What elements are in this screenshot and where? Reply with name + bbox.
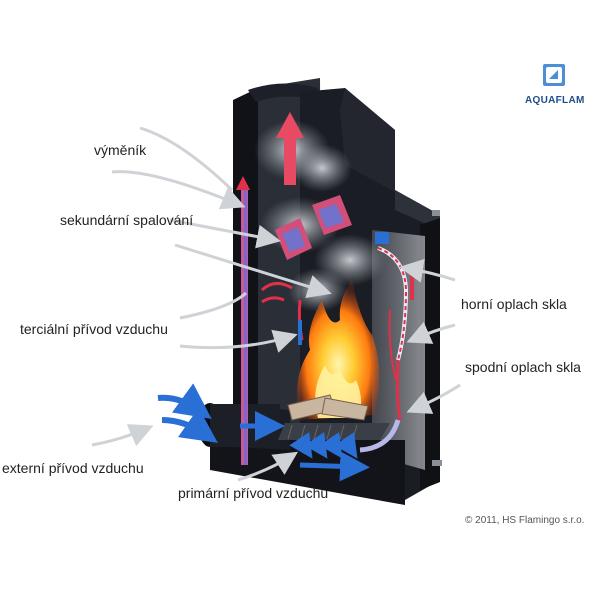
label-tertiary-air: terciální přívod vzduchu <box>20 321 168 337</box>
air-flow-arrow-icon <box>157 320 401 482</box>
label-secondary-combustion: sekundární spalování <box>60 212 194 228</box>
secondary-combustion-baffles <box>275 195 352 260</box>
label-lower-glass-wash: spodní oplach skla <box>465 359 581 375</box>
label-leaders <box>91 126 461 482</box>
label-upper-glass-wash: horní oplach skla <box>461 296 567 312</box>
label-exchanger: výměník <box>94 142 147 158</box>
exchanger-plate <box>236 176 250 465</box>
label-primary-air: primární přívod vzduchu <box>178 485 329 501</box>
flame-icon <box>287 280 380 421</box>
label-external-air: externí přívod vzduchu <box>2 460 144 476</box>
hot-air-arrow <box>276 112 304 185</box>
logo-q-icon <box>543 64 565 86</box>
upper-air-inlet <box>375 232 389 244</box>
brand-name: AQUAFLAM <box>525 95 585 106</box>
copyright: © 2011, HS Flamingo s.r.o. <box>465 515 585 526</box>
